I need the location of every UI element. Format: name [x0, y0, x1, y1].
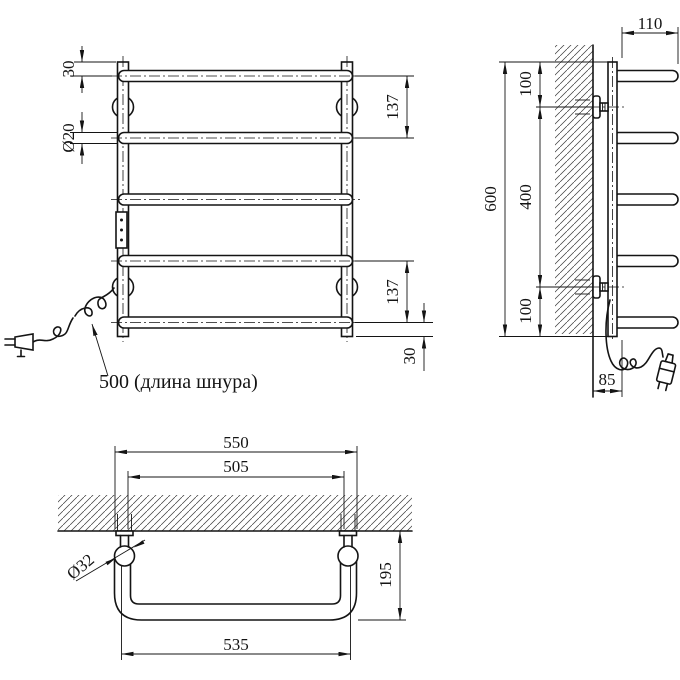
- dim-top-depth: 195: [358, 531, 406, 621]
- dim-top-depth-label: 195: [376, 562, 395, 588]
- power-plug: [4, 333, 34, 358]
- right-corner-ball: [337, 545, 359, 567]
- right-wall-mount: [338, 514, 358, 548]
- dim-top-bracket-offset-label: 100: [516, 71, 535, 97]
- dim-rung-diameter-label: Ø20: [59, 123, 78, 152]
- dim-rung-gap-bottom: 137: [355, 260, 433, 323]
- dim-cord-wall-offset-label: 85: [599, 370, 616, 389]
- dim-mount-width-label: 535: [223, 635, 249, 654]
- dim-front-top-offset: 30: [59, 46, 116, 93]
- dim-bracket-spacing-label: 400: [516, 184, 535, 210]
- dim-rung-diameter: Ø20: [59, 112, 117, 164]
- side-power-cord: [605, 299, 664, 371]
- side-rung-ends: [612, 69, 679, 329]
- side-power-plug: [655, 353, 677, 392]
- dim-bottom-bracket-offset-label: 100: [516, 298, 535, 324]
- dim-outer-width-label: 550: [223, 433, 249, 452]
- heater-terminal-box: [115, 211, 128, 249]
- dim-depth: 110: [621, 14, 679, 64]
- dim-bracket-chain: 100 400 100: [516, 62, 543, 337]
- dim-rung-gap-bottom-label: 137: [383, 279, 402, 305]
- cord-length-label: 500 (длина шнура): [99, 371, 258, 393]
- dim-front-bottom-offset: 30: [356, 303, 433, 371]
- dim-mount-width: 535: [121, 566, 351, 660]
- dim-cord-wall-offset: 85: [593, 340, 623, 397]
- wall-hatch-side: [555, 45, 593, 334]
- power-cord: [32, 287, 115, 343]
- dim-front-top-offset-label: 30: [59, 61, 78, 78]
- rungs: [111, 69, 360, 329]
- left-wall-mount: [115, 514, 134, 548]
- wall-bracket-top: [536, 95, 624, 119]
- dim-inner-width: 505: [127, 457, 345, 529]
- side-view: 110 600 100 400 100 85: [481, 14, 679, 398]
- dim-total-height: 600: [481, 61, 608, 337]
- tube-outer-edge: [113, 559, 358, 621]
- dim-total-height-label: 600: [481, 186, 500, 212]
- cord-length-callout: 500 (длина шнура): [91, 323, 258, 393]
- wall-hatch-top: [58, 495, 412, 531]
- left-corner-ball: [113, 545, 136, 567]
- front-view: 30 Ø20 137 137 30: [4, 46, 433, 393]
- dim-rung-gap-top: 137: [355, 75, 414, 139]
- dim-tube-diameter-label: Ø32: [63, 550, 98, 583]
- top-view: 550 505 Ø32 195 535: [57, 433, 413, 660]
- dim-outer-width: 550: [114, 433, 358, 529]
- tube-inner-edge: [129, 560, 342, 605]
- wall-bracket-bottom: [536, 275, 624, 299]
- dim-front-bottom-offset-label: 30: [400, 348, 419, 365]
- dim-inner-width-label: 505: [223, 457, 249, 476]
- dim-depth-label: 110: [638, 14, 663, 33]
- dim-rung-gap-top-label: 137: [383, 94, 402, 120]
